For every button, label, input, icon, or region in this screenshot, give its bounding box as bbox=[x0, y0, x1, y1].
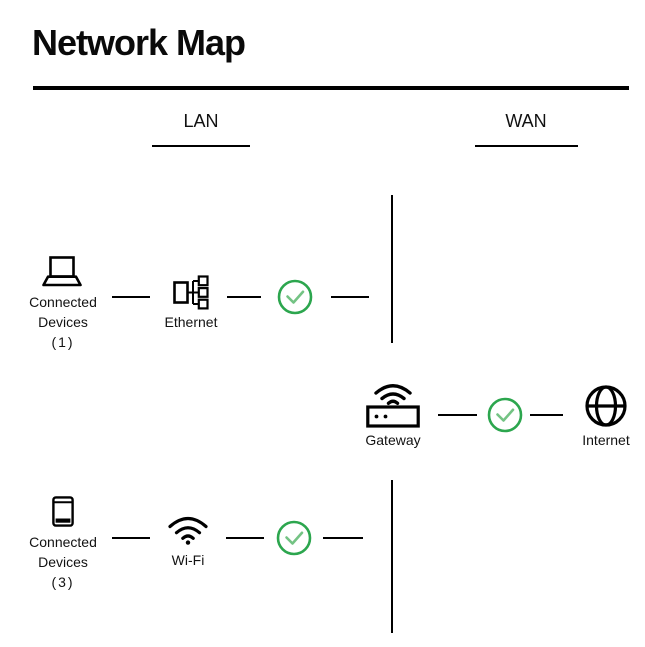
connector-line bbox=[112, 537, 150, 539]
lan-wan-divider-top bbox=[391, 195, 393, 343]
connector-line bbox=[226, 537, 264, 539]
node-label: Gateway bbox=[365, 432, 421, 448]
lan-wan-divider-bottom bbox=[391, 480, 393, 633]
label-line-1: Connected bbox=[29, 534, 97, 550]
node-label: Connected Devices (3) bbox=[13, 532, 113, 592]
node-label: Connected Devices (1) bbox=[13, 292, 113, 352]
node-label: Internet bbox=[582, 432, 630, 448]
device-count: (1) bbox=[51, 334, 75, 350]
device-count: (3) bbox=[51, 574, 75, 590]
lan-column-header: LAN bbox=[183, 111, 219, 131]
node-label: Ethernet bbox=[164, 314, 218, 330]
connector-line bbox=[323, 537, 363, 539]
check-circle-icon bbox=[487, 397, 523, 433]
label-line-1: Connected bbox=[29, 294, 97, 310]
laptop-icon bbox=[42, 256, 82, 289]
connector-line bbox=[438, 414, 477, 416]
wan-header-underline bbox=[475, 145, 578, 147]
ethernet-icon bbox=[173, 275, 209, 310]
router-icon bbox=[366, 382, 420, 428]
connector-line bbox=[227, 296, 261, 298]
connector-line bbox=[112, 296, 150, 298]
page-title: Network Map bbox=[32, 22, 246, 63]
node-label: Wi-Fi bbox=[171, 552, 205, 568]
globe-icon bbox=[584, 384, 628, 428]
wan-column-header: WAN bbox=[505, 111, 547, 131]
label-line-2: Devices bbox=[38, 554, 88, 570]
header-divider bbox=[33, 86, 629, 90]
smartphone-icon bbox=[52, 496, 74, 527]
connector-line bbox=[331, 296, 369, 298]
check-circle-icon bbox=[276, 520, 312, 556]
label-line-2: Devices bbox=[38, 314, 88, 330]
wifi-icon bbox=[166, 514, 210, 545]
lan-header-underline bbox=[152, 145, 250, 147]
connector-line bbox=[530, 414, 563, 416]
check-circle-icon bbox=[277, 279, 313, 315]
